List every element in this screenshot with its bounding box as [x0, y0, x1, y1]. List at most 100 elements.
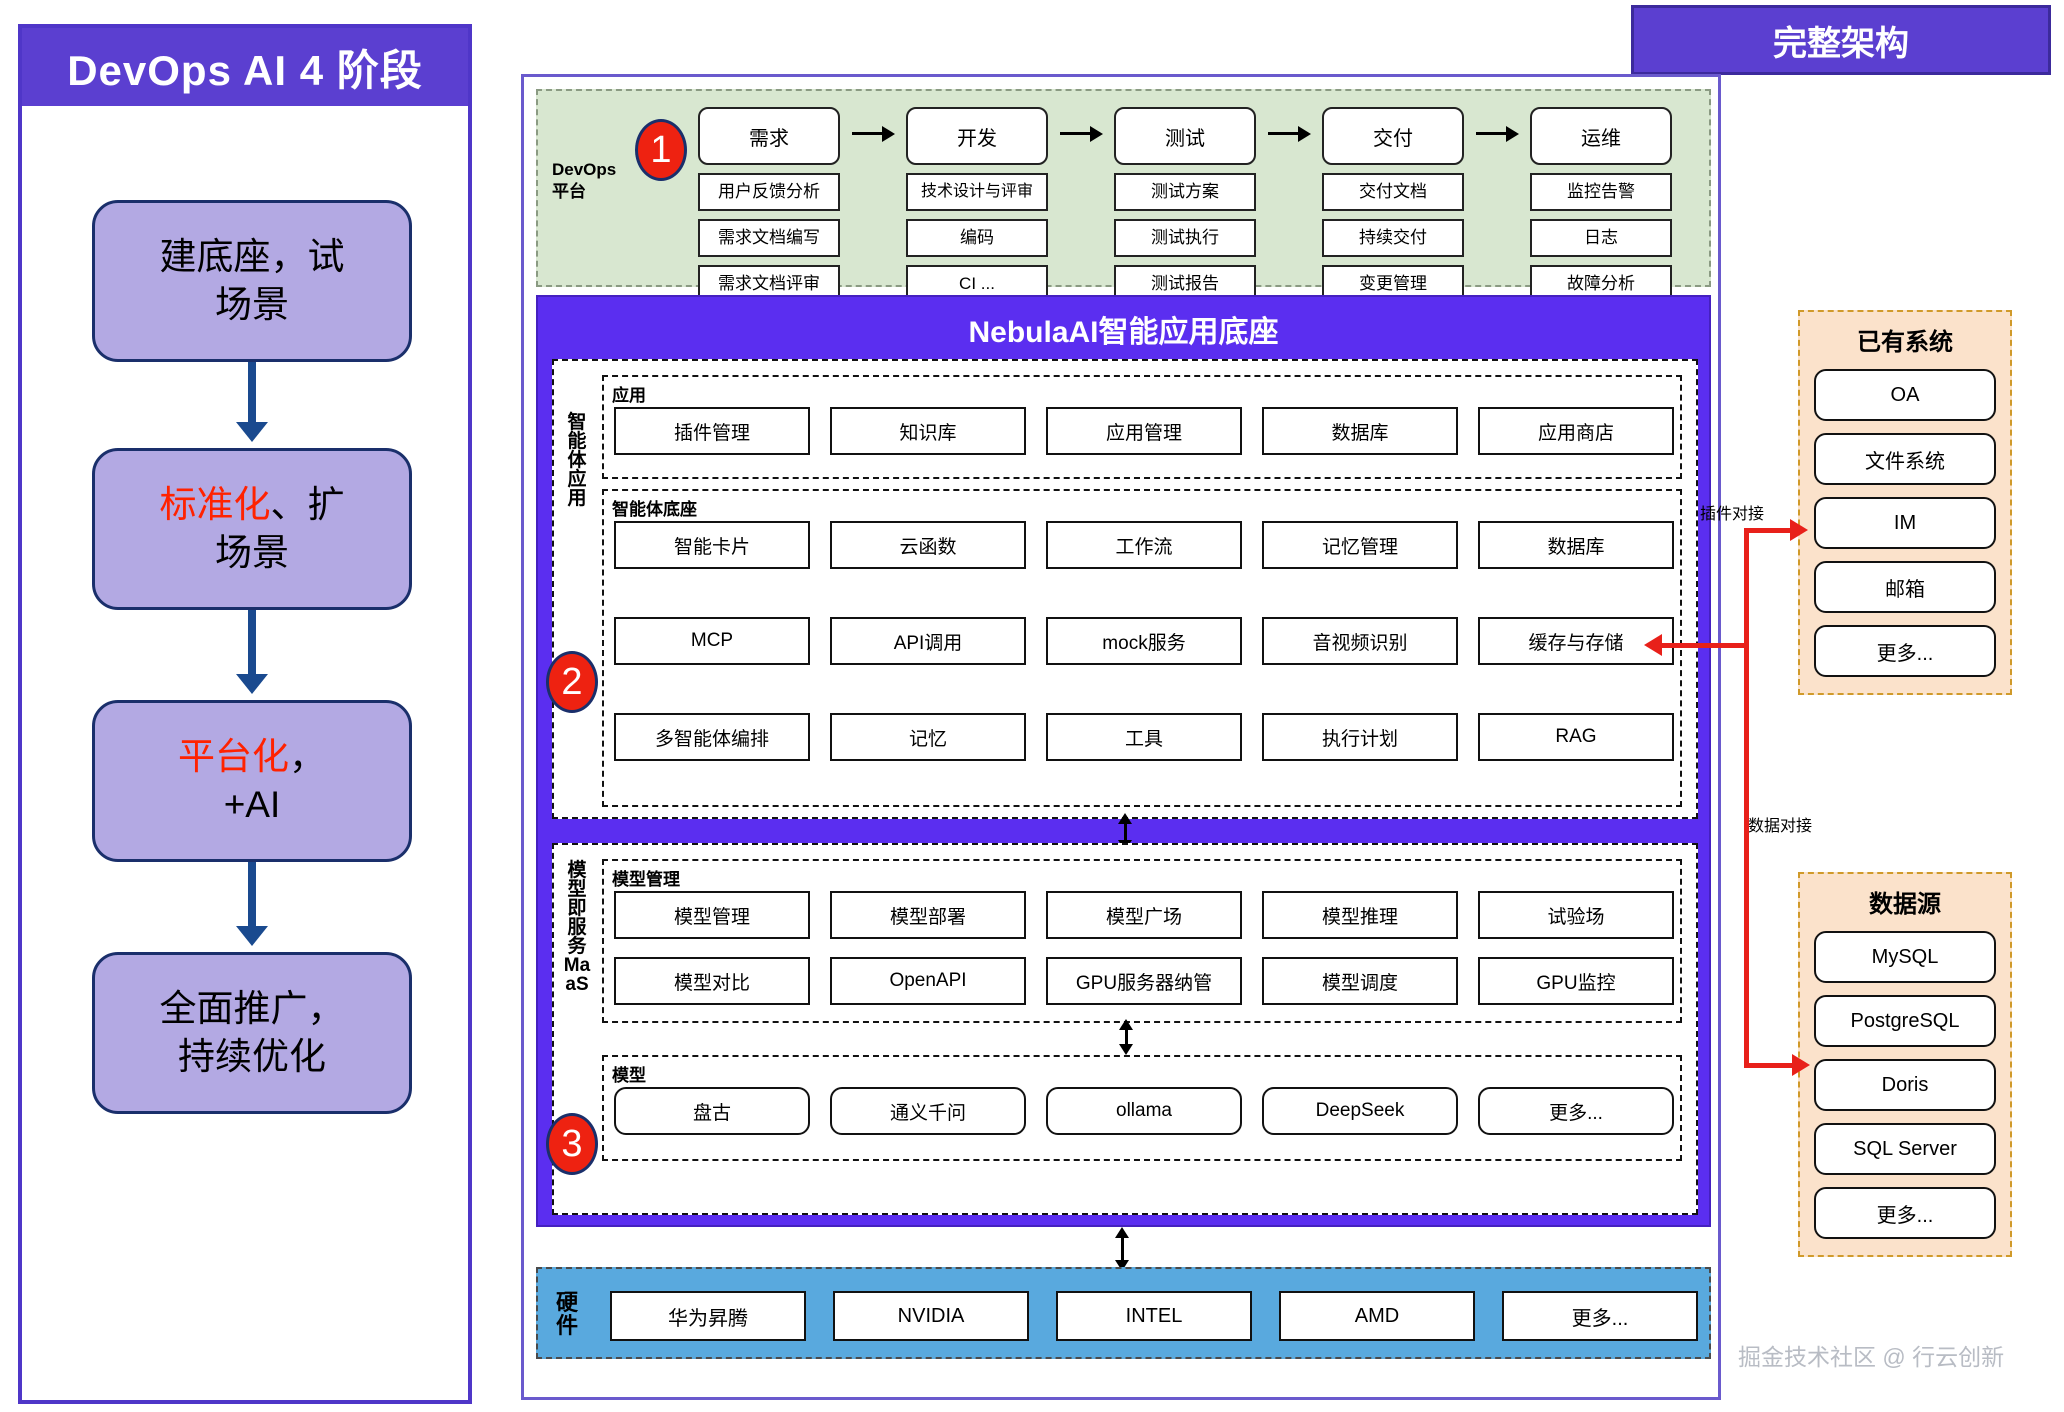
existing-system-item[interactable]: 文件系统 — [1814, 433, 1996, 485]
stage-4-line1: 全面推广， — [159, 987, 345, 1029]
stage-box-1: 建底座，试场景 — [92, 200, 412, 362]
capability-cell[interactable]: 缓存与存储 — [1478, 617, 1674, 665]
capability-cell[interactable]: 多智能体编排 — [614, 713, 810, 761]
capability-cell[interactable]: 盘古 — [614, 1087, 810, 1135]
capability-cell[interactable]: 插件管理 — [614, 407, 810, 455]
capability-cell[interactable]: 应用商店 — [1478, 407, 1674, 455]
capability-cell[interactable]: MCP — [614, 617, 810, 665]
capability-cell[interactable]: 通义千问 — [830, 1087, 1026, 1135]
capability-cell[interactable]: 工具 — [1046, 713, 1242, 761]
devops-stage-head[interactable]: 运维 — [1530, 107, 1672, 165]
capability-cell[interactable]: GPU监控 — [1478, 957, 1674, 1005]
capability-cell[interactable]: ollama — [1046, 1087, 1242, 1135]
stage-1-line2: 场景 — [215, 284, 289, 325]
devops-sub-item[interactable]: 测试方案 — [1114, 173, 1256, 211]
existing-system-item[interactable]: IM — [1814, 497, 1996, 549]
capability-cell[interactable]: 更多... — [1478, 1087, 1674, 1135]
stage-3-line2: +AI — [223, 784, 281, 825]
hardware-cell[interactable]: NVIDIA — [833, 1291, 1029, 1341]
main-architecture-frame: DevOps 平台 1 需求用户反馈分析需求文档编写需求文档评审开发技术设计与评… — [521, 74, 1721, 1400]
data-connector-branch — [1744, 1063, 1796, 1068]
capability-cell[interactable]: 模型广场 — [1046, 891, 1242, 939]
devops-sub-item[interactable]: 测试执行 — [1114, 219, 1256, 257]
capability-cell[interactable]: mock服务 — [1046, 617, 1242, 665]
capability-cell[interactable]: 记忆管理 — [1262, 521, 1458, 569]
devops-sub-item[interactable]: 持续交付 — [1322, 219, 1464, 257]
stage-2-highlight: 标准化 — [159, 483, 271, 525]
devops-sub-item[interactable]: 用户反馈分析 — [698, 173, 840, 211]
capability-cell[interactable]: 云函数 — [830, 521, 1026, 569]
stage-1-line1: 建底座，试 — [159, 235, 345, 277]
modelmgmt-model-connector — [1119, 1019, 1133, 1055]
capability-cell[interactable]: 执行计划 — [1262, 713, 1458, 761]
devops-stage-head[interactable]: 交付 — [1322, 107, 1464, 165]
existing-system-item[interactable]: 更多... — [1814, 625, 1996, 677]
devops-label-line1: DevOps — [552, 160, 617, 179]
devops-sub-item[interactable]: 监控告警 — [1530, 173, 1672, 211]
hardware-cell[interactable]: 更多... — [1502, 1291, 1698, 1341]
data-source-item[interactable]: SQL Server — [1814, 1123, 1996, 1175]
step-badge-2: 2 — [546, 651, 598, 713]
existing-system-item[interactable]: 邮箱 — [1814, 561, 1996, 613]
devops-sub-item[interactable]: 技术设计与评审 — [906, 173, 1048, 211]
devops-sub-item[interactable]: 编码 — [906, 219, 1048, 257]
hardware-cell[interactable]: INTEL — [1056, 1291, 1252, 1341]
data-source-item[interactable]: Doris — [1814, 1059, 1996, 1111]
capability-cell[interactable]: 试验场 — [1478, 891, 1674, 939]
nebula-hardware-connector — [1115, 1227, 1129, 1271]
capability-cell[interactable]: 记忆 — [830, 713, 1026, 761]
capability-row: MCP API调用 mock服务音视频识别缓存与存储 — [614, 617, 1674, 665]
capability-cell[interactable]: 模型管理 — [614, 891, 810, 939]
maas-card: 模型即服务MaaS 3 模型管理 模型管理模型部署模型广场模型推理试验场模型对比… — [546, 843, 1698, 1215]
data-source-item[interactable]: MySQL — [1814, 931, 1996, 983]
devops-flow-arrow — [1476, 126, 1519, 142]
plugin-connector-label: 插件对接 — [1700, 506, 1765, 523]
capability-cell[interactable]: 智能卡片 — [614, 521, 810, 569]
capability-cell[interactable]: GPU服务器纳管 — [1046, 957, 1242, 1005]
devops-sub-item[interactable]: 需求文档编写 — [698, 219, 840, 257]
model-management-group-title: 模型管理 — [612, 870, 680, 889]
stage-arrow-1 — [236, 362, 268, 442]
capability-cell[interactable]: 模型调度 — [1262, 957, 1458, 1005]
capability-row: 多智能体编排记忆工具执行计划 RAG — [614, 713, 1674, 761]
devops-sub-item[interactable]: 交付文档 — [1322, 173, 1464, 211]
capability-cell[interactable]: 音视频识别 — [1262, 617, 1458, 665]
capability-row: 模型管理模型部署模型广场模型推理试验场 — [614, 891, 1674, 939]
data-source-item[interactable]: 更多... — [1814, 1187, 1996, 1239]
hardware-cell[interactable]: AMD — [1279, 1291, 1475, 1341]
capability-cell[interactable]: 数据库 — [1478, 521, 1674, 569]
capability-cell[interactable]: 模型推理 — [1262, 891, 1458, 939]
capability-cell[interactable]: OpenAPI — [830, 957, 1026, 1005]
stage-box-4: 全面推广，持续优化 — [92, 952, 412, 1114]
maas-side-label: 模型即服务MaaS — [563, 860, 591, 995]
capability-cell[interactable]: 模型部署 — [830, 891, 1026, 939]
capability-cell[interactable]: 数据库 — [1262, 407, 1458, 455]
data-source-item[interactable]: PostgreSQL — [1814, 995, 1996, 1047]
hardware-cell[interactable]: 华为昇腾 — [610, 1291, 806, 1341]
devops-sub-item[interactable]: 日志 — [1530, 219, 1672, 257]
existing-system-item[interactable]: OA — [1814, 369, 1996, 421]
capability-cell[interactable]: 模型对比 — [614, 957, 810, 1005]
agent-base-group-title: 智能体底座 — [612, 500, 697, 519]
devops-flow-arrow — [1268, 126, 1311, 142]
devops-stage-head[interactable]: 开发 — [906, 107, 1048, 165]
devops-stage-head[interactable]: 需求 — [698, 107, 840, 165]
capability-cell[interactable]: 应用管理 — [1046, 407, 1242, 455]
capability-cell[interactable]: API调用 — [830, 617, 1026, 665]
devops-column: 需求用户反馈分析需求文档编写需求文档评审 — [698, 107, 840, 303]
plugin-connector-arrow-left — [1644, 634, 1662, 656]
data-connector-label: 数据对接 — [1748, 818, 1813, 835]
capability-cell[interactable]: DeepSeek — [1262, 1087, 1458, 1135]
devops-stage-head[interactable]: 测试 — [1114, 107, 1256, 165]
step-badge-3: 3 — [546, 1113, 598, 1175]
agent-side-label: 智能体应用 — [567, 412, 587, 509]
devops-flow-arrow — [852, 126, 895, 142]
capability-cell[interactable]: 工作流 — [1046, 521, 1242, 569]
capability-cell[interactable]: RAG — [1478, 713, 1674, 761]
capability-cell[interactable]: 知识库 — [830, 407, 1026, 455]
capability-row: 模型对比 OpenAPI GPU服务器纳管模型调度 GPU监控 — [614, 957, 1674, 1005]
